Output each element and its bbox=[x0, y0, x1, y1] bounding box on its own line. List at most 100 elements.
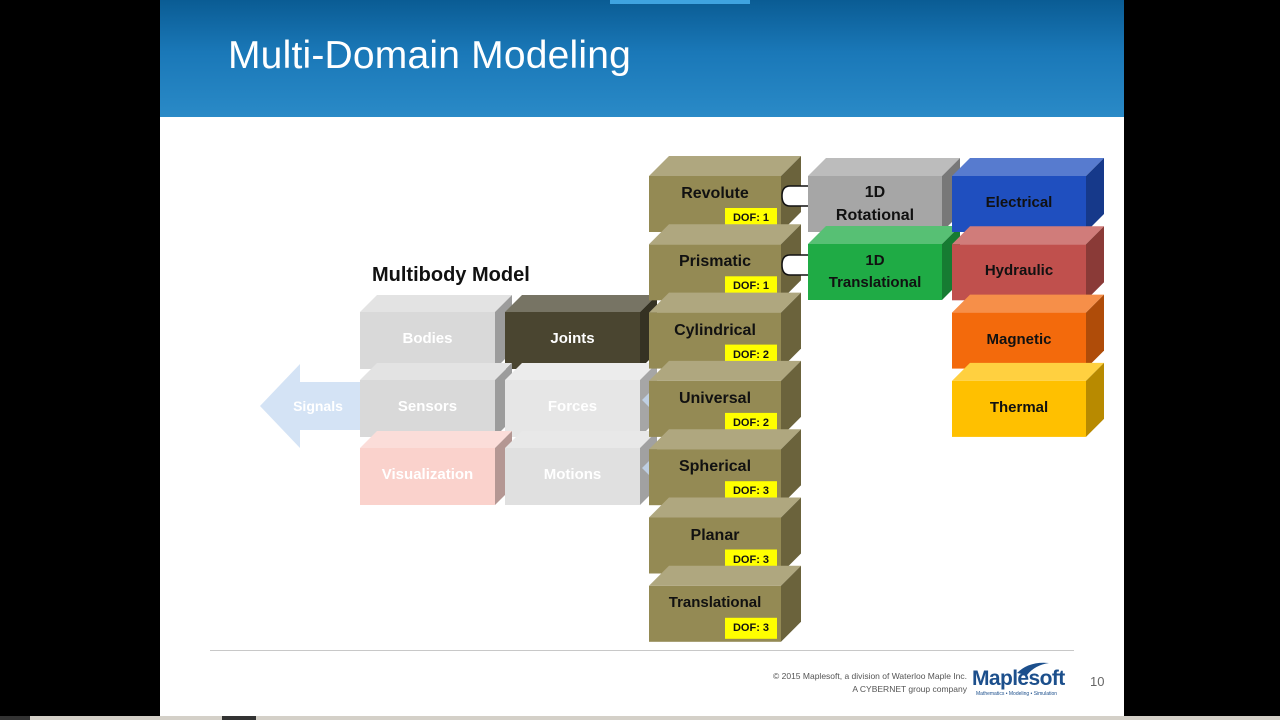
joint-block-spherical-top bbox=[649, 429, 801, 450]
mechanical-domain-block-front bbox=[808, 176, 942, 232]
domain-label: Thermal bbox=[989, 398, 1049, 416]
dof-badge bbox=[725, 481, 777, 503]
multibody-model-title: Multibody Model bbox=[372, 264, 530, 286]
multibody-block-joints-front bbox=[505, 312, 640, 369]
joint-block-planar-top bbox=[649, 497, 801, 518]
multibody-block-label: Sensors bbox=[397, 398, 458, 415]
header-accent bbox=[610, 0, 750, 4]
joint-block-cylindrical-top bbox=[649, 292, 801, 313]
joint-block-universal-side bbox=[781, 360, 801, 437]
multibody-block-label: Bodies bbox=[402, 330, 453, 347]
multibody-block-bodies-top bbox=[360, 295, 512, 312]
page-number: 10 bbox=[1090, 674, 1105, 689]
joint-block-spherical-side bbox=[781, 429, 801, 506]
domain-line2: Rotational bbox=[835, 207, 915, 224]
maple-leaf-icon bbox=[1017, 662, 1049, 675]
joint-block-revolute bbox=[649, 156, 801, 232]
logo-tagline: Mathematics • Modeling • Simulation bbox=[976, 691, 1058, 697]
slide: Multi-Domain Modeling Multibody Model © … bbox=[160, 0, 1124, 716]
dof-badge bbox=[725, 412, 777, 434]
copyright-line-1: © 2015 Maplesoft, a division of Waterloo… bbox=[773, 671, 967, 681]
dof-label: DOF: 3 bbox=[732, 621, 770, 634]
joint-name: Revolute bbox=[681, 185, 749, 202]
joint-name: Universal bbox=[678, 389, 752, 407]
domain-block-thermal-side bbox=[1086, 362, 1104, 437]
domain-block-magnetic-front bbox=[952, 312, 1086, 369]
multibody-block-visualization bbox=[360, 431, 512, 505]
dof-badge bbox=[725, 208, 777, 229]
bottom-taskbar-strip bbox=[0, 716, 1280, 720]
multibody-block-label: Forces bbox=[547, 398, 598, 415]
multibody-block-bodies-front bbox=[360, 312, 495, 369]
chevron-left-icon bbox=[642, 460, 650, 476]
domain-block-hydraulic-front bbox=[952, 244, 1086, 301]
domain-block-thermal-top bbox=[952, 362, 1104, 381]
mechanical-domain-block-front bbox=[808, 244, 942, 300]
connector-tab bbox=[781, 254, 808, 276]
domain-line1: 1D bbox=[865, 252, 885, 269]
dof-badge bbox=[725, 617, 777, 639]
joint-block-cylindrical-side bbox=[781, 292, 801, 369]
joint-block-spherical bbox=[649, 429, 801, 506]
domain-block-electrical-top bbox=[952, 158, 1104, 176]
multibody-block-sensors-top bbox=[360, 363, 512, 380]
multibody-block-forces-front bbox=[505, 380, 640, 437]
domain-label: Electrical bbox=[985, 194, 1053, 211]
domain-line1: 1D bbox=[864, 184, 886, 201]
dof-badge bbox=[725, 276, 777, 298]
joint-block-planar bbox=[649, 497, 801, 574]
dof-label: DOF: 1 bbox=[732, 212, 770, 224]
multibody-block-motions-front bbox=[505, 448, 640, 505]
taskbar-segment bbox=[0, 716, 30, 720]
domain-block-magnetic bbox=[952, 294, 1104, 369]
multibody-block-forces-top bbox=[505, 363, 657, 380]
multibody-block-visualization-front bbox=[360, 448, 495, 505]
copyright-line-2: A CYBERNET group company bbox=[852, 684, 967, 694]
domain-block-electrical-front bbox=[952, 176, 1086, 232]
domain-block-hydraulic-side bbox=[1086, 226, 1104, 301]
multibody-block-joints-top bbox=[505, 295, 657, 312]
domain-block-magnetic-top bbox=[952, 294, 1104, 313]
signals-arrow bbox=[260, 364, 365, 448]
domain-block-thermal bbox=[952, 362, 1104, 437]
dof-label: DOF: 3 bbox=[732, 485, 770, 498]
domain-label: Hydraulic bbox=[984, 262, 1054, 280]
domain-block-electrical bbox=[952, 158, 1104, 232]
joint-name: Prismatic bbox=[678, 253, 752, 271]
mechanical-domain-block-top bbox=[808, 226, 960, 244]
dof-label: DOF: 2 bbox=[732, 348, 770, 361]
chevron-left-icon bbox=[642, 392, 650, 408]
dof-label: DOF: 3 bbox=[732, 553, 770, 566]
multibody-block-label: Visualization bbox=[381, 466, 474, 483]
joint-block-translational-top bbox=[649, 565, 801, 586]
domain-block-thermal-front bbox=[952, 380, 1086, 437]
domain-label: Magnetic bbox=[986, 330, 1052, 348]
joint-block-planar-side bbox=[781, 497, 801, 574]
multibody-block-label: Motions bbox=[543, 466, 602, 483]
dof-label: DOF: 1 bbox=[732, 280, 770, 293]
joint-name: Spherical bbox=[678, 458, 752, 476]
joint-name: Translational bbox=[668, 593, 762, 611]
slide-header: Multi-Domain Modeling bbox=[160, 0, 1124, 117]
multibody-block-sensors bbox=[360, 363, 512, 437]
mechanical-domain-block-top bbox=[808, 158, 960, 176]
signals-label: Signals bbox=[293, 398, 343, 414]
multi-domain-diagram bbox=[260, 156, 1104, 642]
joint-block-revolute-top bbox=[649, 156, 801, 176]
slide-title: Multi-Domain Modeling bbox=[228, 34, 632, 77]
joint-block-prismatic-top bbox=[649, 224, 801, 245]
joint-block-translational-side bbox=[781, 565, 801, 642]
dof-badge bbox=[725, 344, 777, 366]
footer-divider bbox=[210, 650, 1074, 651]
domain-block-hydraulic bbox=[952, 226, 1104, 301]
multibody-block-motions bbox=[505, 431, 657, 505]
dof-badge bbox=[725, 549, 777, 571]
taskbar-segment bbox=[222, 716, 256, 720]
joint-name: Planar bbox=[690, 526, 740, 544]
dof-label: DOF: 2 bbox=[732, 416, 770, 429]
maplesoft-logo: Maplesoft bbox=[972, 667, 1065, 690]
multibody-block-visualization-top bbox=[360, 431, 512, 448]
multibody-block-label: Joints bbox=[550, 330, 595, 347]
copyright: © 2015 Maplesoft, a division of Waterloo… bbox=[720, 670, 967, 696]
domain-block-magnetic-side bbox=[1086, 294, 1104, 369]
